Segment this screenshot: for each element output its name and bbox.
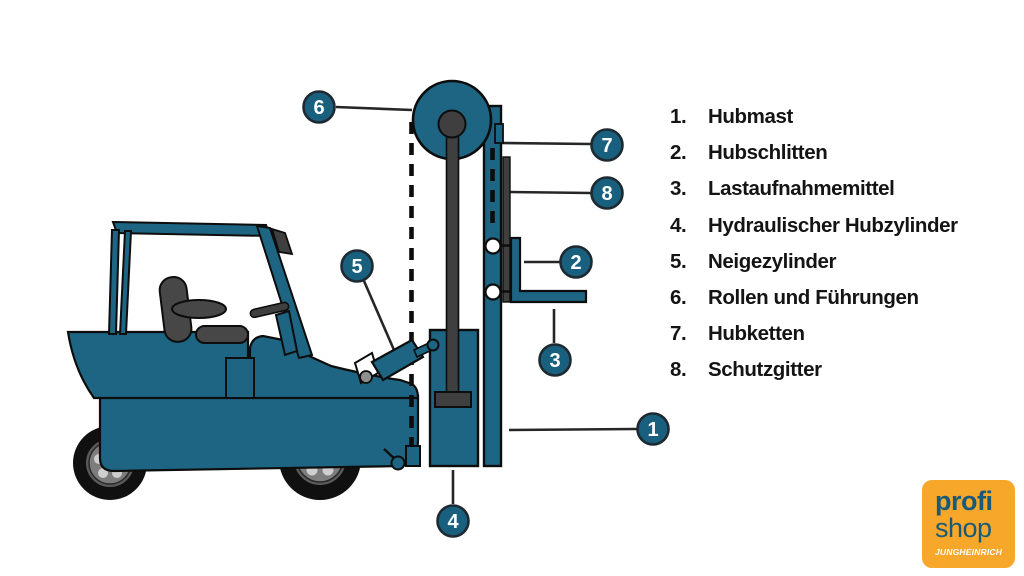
callout-number-6: 6	[313, 97, 324, 119]
legend-label: Schutzgitter	[708, 358, 822, 382]
callout-badge-8: 8	[590, 176, 624, 210]
legend-label: Hubmast	[708, 105, 793, 129]
guide-roller-top	[484, 237, 502, 255]
piston-foot	[434, 391, 472, 408]
mast-assembly	[409, 79, 588, 468]
overhead-guard	[107, 220, 314, 360]
profishop-logo[interactable]: profi shop JUNGHEINRICH	[922, 480, 1015, 568]
legend-number: 3.	[670, 177, 687, 201]
legend-number: 1.	[670, 105, 687, 129]
leader-lines	[335, 105, 638, 504]
mast-top-bracket	[270, 227, 294, 256]
driver-seat	[158, 276, 249, 344]
logo-brand-jungheinrich: JUNGHEINRICH	[935, 547, 1003, 557]
callout-badge-4: 4	[436, 504, 470, 538]
parts-legend: 1. Hubmast 2. Hubschlitten 3. Lastaufnah…	[670, 99, 1020, 389]
callout-number-7: 7	[601, 135, 612, 157]
counterweight	[66, 330, 250, 400]
legend-number: 6.	[670, 286, 687, 310]
legend-label: Hubschlitten	[708, 141, 828, 165]
callout-number-3: 3	[549, 350, 560, 372]
guard-rear-post-inner	[118, 230, 133, 335]
legend-item-8: 8. Schutzgitter	[670, 352, 1020, 388]
leader-line-1	[508, 427, 638, 432]
guard-top-beam	[111, 220, 272, 238]
callout-badges: 6 7 8 2 3 5 1	[302, 90, 670, 538]
piston-rod	[445, 127, 460, 399]
steering-wheel	[249, 301, 290, 319]
legend-label: Neigezylinder	[708, 249, 837, 273]
leader-line-7	[499, 141, 592, 146]
legend-number: 4.	[670, 213, 687, 237]
legend-item-5: 5. Neigezylinder	[670, 244, 1020, 280]
callout-badge-3: 3	[538, 343, 572, 377]
logo-line-shop: shop	[935, 513, 992, 543]
guide-roller-bottom	[484, 283, 502, 301]
legend-number: 5.	[670, 249, 687, 273]
tilt-rod-end	[426, 338, 440, 352]
logo-line-profi: profi	[935, 486, 993, 516]
schutzgitter-bar	[502, 156, 511, 303]
callout-badge-5: 5	[340, 249, 374, 283]
legend-item-2: 2. Hubschlitten	[670, 135, 1020, 171]
legend-item-3: 3. Lastaufnahmemittel	[670, 171, 1020, 207]
legend-label: Hubketten	[708, 322, 805, 346]
callout-number-2: 2	[570, 252, 581, 274]
tilt-pivot	[359, 370, 373, 384]
legend-item-1: 1. Hubmast	[670, 99, 1020, 135]
callout-badge-6: 6	[302, 90, 336, 124]
legend-label: Rollen und Führungen	[708, 286, 919, 310]
callout-badge-1: 1	[636, 412, 670, 446]
tilt-cylinder-body	[370, 338, 425, 382]
leader-line-6	[335, 105, 413, 112]
callout-number-4: 4	[447, 511, 459, 533]
callout-number-1: 1	[647, 419, 658, 441]
callout-number-8: 8	[601, 183, 612, 205]
callout-badge-2: 2	[559, 245, 593, 279]
leader-line-5	[362, 280, 396, 351]
forklift-illustration	[66, 79, 588, 500]
legend-item-7: 7. Hubketten	[670, 316, 1020, 352]
leader-line-8	[508, 190, 592, 195]
tilt-cylinder	[353, 338, 440, 385]
legend-label: Hydraulischer Hubzylinder	[708, 213, 958, 237]
legend-number: 7.	[670, 322, 687, 346]
callout-number-5: 5	[351, 256, 362, 278]
legend-number: 8.	[670, 358, 687, 382]
legend-label: Lastaufnahmemittel	[708, 177, 895, 201]
guard-rear-post-outer	[107, 229, 121, 335]
carriage-and-fork	[509, 236, 588, 304]
chassis	[98, 394, 420, 473]
steering-column	[274, 309, 299, 357]
legend-item-6: 6. Rollen und Führungen	[670, 280, 1020, 316]
seat-armrest	[171, 299, 227, 319]
callout-badge-7: 7	[590, 128, 624, 162]
legend-item-4: 4. Hydraulischer Hubzylinder	[670, 208, 1020, 244]
legend-number: 2.	[670, 141, 687, 165]
seat-pedestal	[225, 357, 255, 399]
pulley-hub	[437, 109, 467, 139]
chain-anchor-tab	[494, 123, 504, 144]
steering	[249, 301, 299, 357]
front-mount-bracket	[383, 445, 421, 471]
seat-base	[195, 325, 249, 344]
